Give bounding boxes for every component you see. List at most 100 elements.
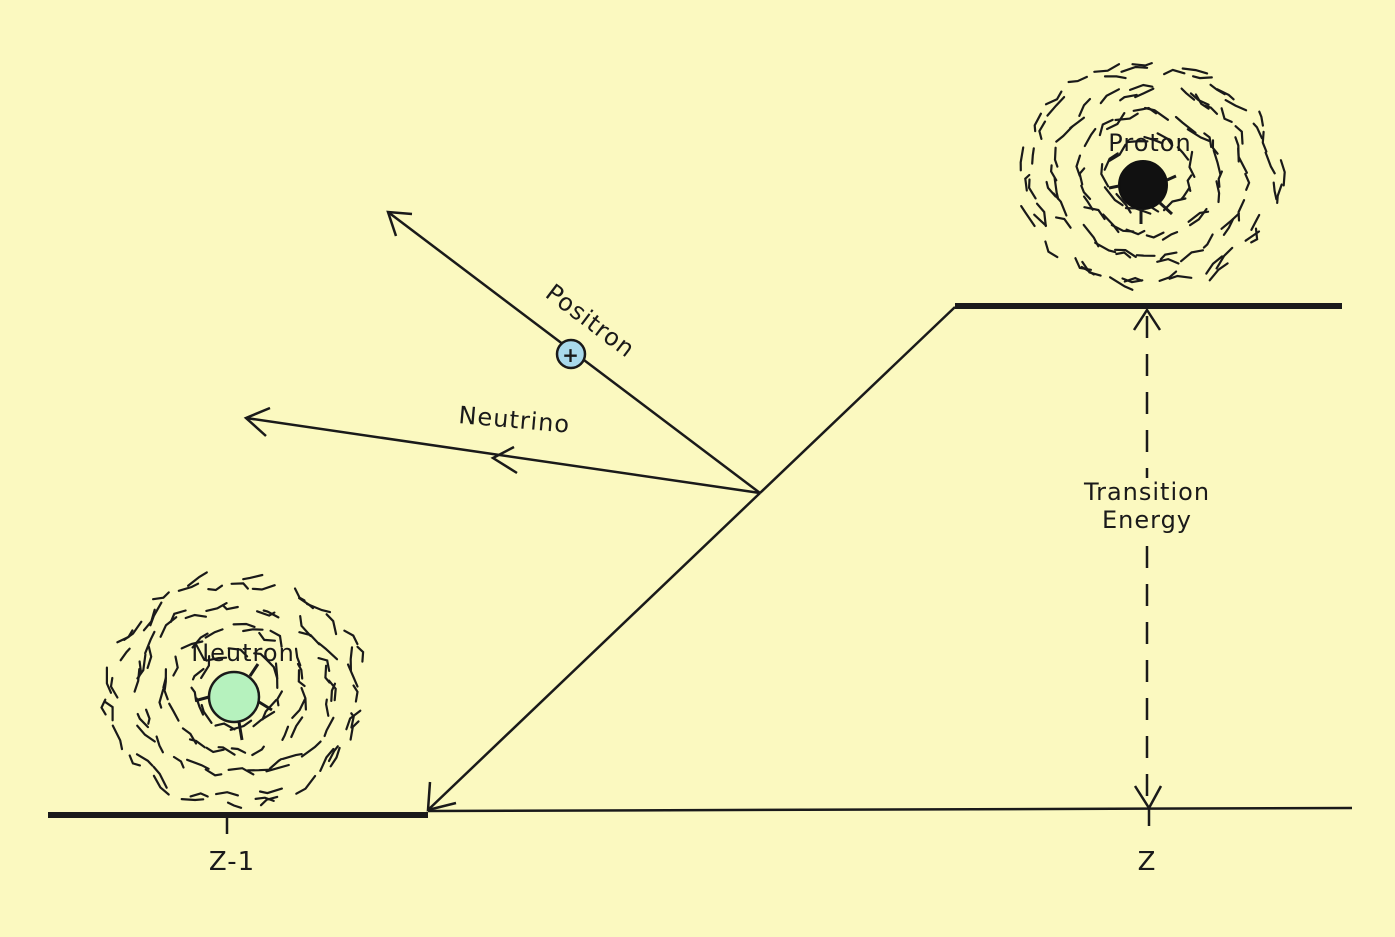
- shell-dash: [142, 608, 156, 632]
- positron-arrowhead: [386, 210, 413, 237]
- shell-dash: [1031, 147, 1035, 165]
- shell-dash: [1180, 87, 1196, 101]
- shell-dash: [227, 767, 255, 776]
- shell-dash: [230, 747, 247, 754]
- transition-energy-label-line1: Transition: [1083, 478, 1210, 506]
- neutron-particle: [197, 663, 273, 741]
- shell-dash: [1145, 231, 1165, 239]
- shell-dash: [1038, 120, 1047, 140]
- shell-dash: [191, 667, 205, 681]
- shell-dash: [324, 664, 331, 684]
- shell-dash: [254, 796, 275, 802]
- shell-dash: [297, 669, 306, 688]
- shell-dash: [1174, 115, 1197, 134]
- shell-dash: [1186, 128, 1211, 142]
- shell-dash: [1103, 186, 1124, 207]
- positron-particle: +: [555, 338, 587, 370]
- shell-dash: [177, 582, 200, 592]
- shell-dash: [324, 698, 330, 717]
- shell-dash: [119, 647, 131, 662]
- shell-dash: [1046, 96, 1066, 117]
- shell-dash: [187, 571, 208, 587]
- shell-dash: [158, 688, 165, 709]
- shell-dash: [252, 710, 276, 728]
- shell-dash: [1168, 274, 1193, 280]
- shell-dash: [136, 724, 156, 743]
- shell-dash: [195, 697, 205, 716]
- shell-dash: [1237, 199, 1246, 222]
- shell-dash: [226, 801, 243, 809]
- shell-dash: [152, 765, 168, 789]
- shell-dash: [256, 610, 276, 617]
- shell-dash: [172, 655, 179, 677]
- shell-dash: [205, 746, 225, 754]
- transition-energy-arrowhead-up: [1132, 307, 1162, 331]
- positron-symbol: +: [562, 343, 580, 367]
- shell-dash: [1123, 276, 1143, 283]
- neutron-core: [207, 670, 261, 724]
- shell-dash: [330, 682, 337, 702]
- proton-label: Proton: [1108, 129, 1191, 157]
- shell-dash: [1129, 83, 1154, 91]
- shell-dash: [109, 676, 119, 699]
- shell-dash: [1045, 180, 1057, 198]
- shell-dash: [1083, 206, 1106, 221]
- shell-dash: [1208, 262, 1229, 282]
- shell-dash: [258, 787, 283, 795]
- shell-dash: [1264, 151, 1276, 175]
- shell-dash: [1093, 63, 1121, 73]
- shell-dash: [1135, 254, 1156, 257]
- shell-dash: [1053, 146, 1059, 168]
- shell-dash: [317, 657, 331, 672]
- shell-dash: [317, 642, 339, 661]
- proton-spikes: [1108, 174, 1177, 224]
- shell-dash: [1261, 130, 1268, 153]
- shell-dash: [1143, 135, 1162, 144]
- shell-dash: [356, 645, 365, 663]
- shell-dash: [325, 613, 338, 636]
- shell-dash: [298, 597, 315, 610]
- shell-dash: [1156, 257, 1180, 265]
- z-label: Z: [1138, 847, 1157, 877]
- shell-dash: [1053, 177, 1060, 200]
- shell-dash: [1161, 231, 1179, 241]
- shell-dash: [281, 753, 303, 760]
- shell-dash: [159, 616, 178, 638]
- shell-dash: [328, 679, 337, 702]
- transition-diagonal-upper: [759, 306, 956, 494]
- shell-dash: [214, 722, 236, 731]
- shell-dash: [1180, 186, 1191, 201]
- shell-dash: [1203, 132, 1213, 148]
- shell-dash: [1108, 143, 1127, 162]
- shell-dash: [189, 792, 209, 798]
- shell-dash: [343, 629, 359, 646]
- shell-dash: [133, 668, 141, 693]
- shell-dash: [1114, 248, 1137, 258]
- shell-dash: [349, 720, 360, 741]
- transition-arrowhead: [426, 781, 457, 812]
- shell-dash: [300, 686, 307, 711]
- shell-dash: [1094, 241, 1117, 254]
- shell-dash: [1212, 149, 1222, 176]
- proton-shell: [1019, 62, 1286, 291]
- shell-dash: [217, 746, 236, 756]
- transition-diagonal-lower: [427, 492, 761, 811]
- shell-dash: [1109, 276, 1134, 291]
- shell-dash: [1258, 110, 1264, 127]
- shell-dash: [352, 684, 359, 703]
- shell-dash: [169, 609, 187, 623]
- shell-dash: [291, 698, 306, 719]
- shell-dash: [1134, 87, 1155, 99]
- shell-dash: [1126, 139, 1149, 144]
- shell-dash: [200, 703, 213, 724]
- shell-dash: [100, 698, 107, 716]
- shell-dash: [1044, 240, 1059, 259]
- shell-dash: [1055, 125, 1074, 143]
- shell-dash: [1080, 184, 1092, 201]
- shell-dash: [230, 582, 249, 590]
- shell-dash: [295, 774, 317, 795]
- shell-dash: [242, 573, 264, 581]
- shell-dash: [1083, 127, 1097, 148]
- shell-dash: [1188, 150, 1196, 178]
